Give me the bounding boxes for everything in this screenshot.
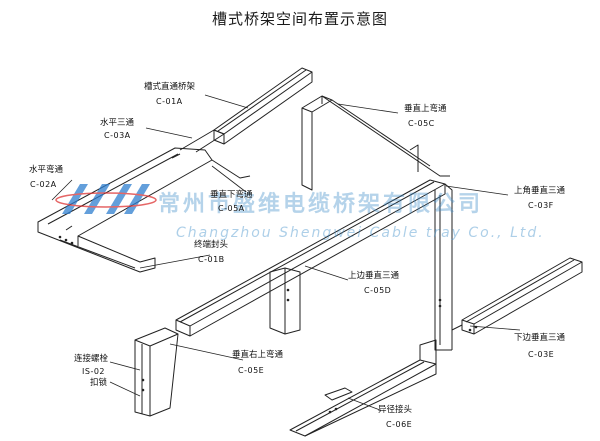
label-c06e-name: 异径接头 [378, 405, 413, 415]
label-c03e-name: 下边垂直三通 [514, 333, 566, 343]
lower-bend-tray [134, 327, 437, 437]
label-c01a-name: 槽式直通桥架 [144, 82, 196, 92]
label-c01b-name: 终端封头 [194, 240, 229, 250]
label-c05c-name: 垂直上弯通 [404, 104, 447, 114]
vertical-riser [301, 95, 450, 191]
label-is02-name: 连接螺栓 [74, 354, 109, 364]
label-clip-name: 扣锁 [90, 378, 108, 388]
watermark-company-cn: 常州市盛维电缆桥架有限公司 [158, 192, 484, 217]
label-c05d-name: 上边垂直三通 [348, 271, 400, 281]
label-c03f-name: 上角垂直三通 [514, 186, 566, 196]
label-c02a-code: C-02A [30, 180, 57, 189]
label-c03a-code: C-03A [104, 131, 131, 140]
company-logo-icon [55, 184, 157, 214]
label-c05e-name: 垂直右上弯通 [232, 350, 284, 360]
label-c05d-code: C-05D [364, 286, 392, 295]
label-c03e-code: C-03E [528, 350, 555, 359]
leader-lines [51, 94, 521, 411]
label-c05a-name: 垂直下弯通 [210, 190, 253, 200]
label-c03a-name: 水平三通 [100, 118, 135, 128]
label-c02a-name: 水平弯通 [29, 165, 64, 175]
label-c05c-code: C-05C [408, 119, 435, 128]
bolt-dots [58, 235, 478, 414]
page-title: 槽式桥架空间布置示意图 [211, 10, 388, 28]
label-c01a-code: C-01A [156, 97, 183, 106]
label-c01b-code: C-01B [198, 255, 225, 264]
right-tee-tray [451, 257, 583, 335]
label-is02-code: IS-02 [82, 367, 106, 376]
horizontal-loop-tray [37, 129, 251, 273]
label-c06e-code: C-06E [386, 420, 413, 429]
label-c05e-code: C-05E [238, 366, 265, 375]
label-c03f-code: C-03F [528, 201, 554, 210]
middle-tray [175, 179, 453, 351]
watermark-company-en: Changzhou Shengwei Cable tray Co., Ltd. [176, 225, 545, 241]
straight-tray-top [213, 67, 313, 145]
label-c05a-code: C-05A [218, 204, 245, 213]
